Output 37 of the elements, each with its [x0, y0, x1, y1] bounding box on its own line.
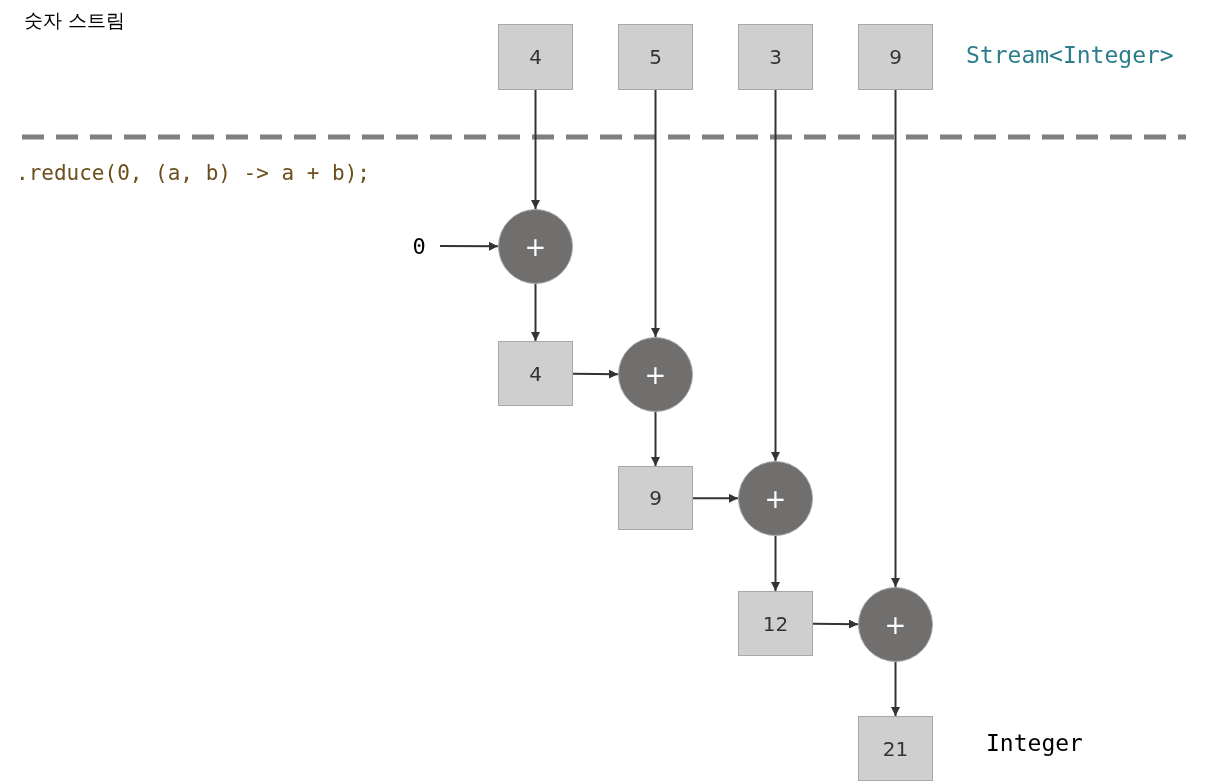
- type-label: Integer: [986, 730, 1083, 756]
- value-text: 3: [769, 45, 782, 69]
- type-label: Stream<Integer>: [966, 42, 1174, 68]
- arrow: [439, 241, 499, 251]
- value-box: [498, 341, 573, 406]
- value-text: 12: [762, 611, 789, 636]
- value-box: [618, 24, 693, 90]
- operator-symbol: +: [644, 359, 667, 390]
- arrow: [771, 89, 780, 462]
- operator-symbol: +: [884, 609, 907, 640]
- arrow: [891, 661, 900, 717]
- arrow: [651, 89, 660, 338]
- code-text: .reduce(0, (a, b) -> a + b);: [16, 161, 370, 185]
- value-box: [858, 716, 933, 781]
- value-box: [498, 24, 573, 90]
- value-box: [618, 466, 693, 530]
- arrow: [692, 493, 739, 503]
- arrow: [572, 369, 619, 379]
- value-text: 4: [529, 361, 542, 386]
- value-box: [738, 24, 813, 90]
- operator-symbol: +: [764, 483, 787, 514]
- initial-value-text: 0: [412, 233, 426, 259]
- title-text: 숫자 스트림: [24, 8, 126, 33]
- operator-symbol: +: [524, 231, 547, 262]
- arrow: [531, 89, 540, 210]
- value-text: 4: [529, 45, 542, 69]
- value-text: 21: [882, 736, 909, 761]
- value-text: 9: [889, 45, 902, 69]
- arrow: [531, 283, 540, 342]
- arrow: [771, 535, 780, 592]
- value-text: 5: [649, 45, 662, 69]
- value-text: 9: [649, 486, 662, 510]
- arrow: [891, 89, 900, 588]
- arrow: [812, 619, 859, 629]
- value-box: [738, 591, 813, 656]
- value-box: [858, 24, 933, 90]
- arrow: [651, 411, 660, 467]
